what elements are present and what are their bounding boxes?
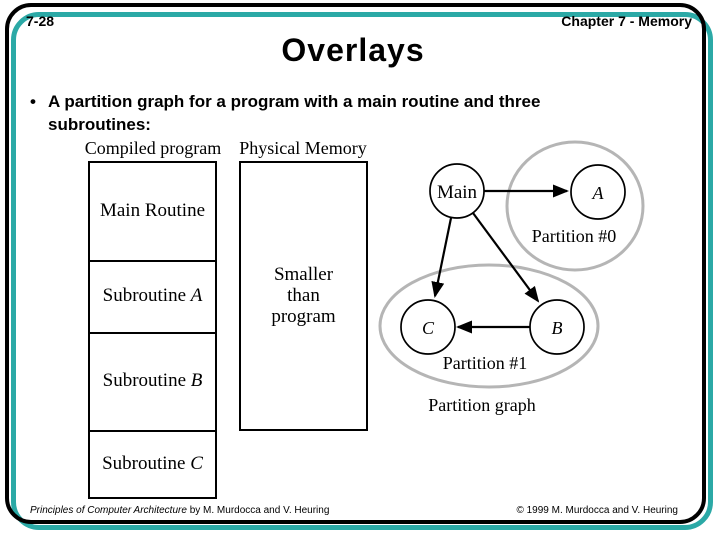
physical-memory-box: Smaller than program [239,161,368,431]
node-b-label: B [552,318,563,338]
bullet-line-2: subroutines: [48,115,151,134]
bullet-marker: • [30,92,36,111]
segment-divider [90,260,215,262]
slide-border-teal [11,12,713,530]
segment-label-text: Main Routine [99,200,206,221]
graph-caption: Partition graph [428,395,535,415]
segment-label-text: Subroutine [102,370,191,391]
node-a-label: A [592,183,605,203]
physical-memory-label: Physical Memory [239,138,367,158]
physical-memory-text: Smaller than program [241,264,366,327]
segment-divider [90,430,215,432]
slide-title: Overlays [281,32,425,68]
compiled-program-box: Main Routine Subroutine A Subroutine B S… [88,161,217,499]
footer-book-title: Principles of Computer Architecture [30,505,187,516]
slide-border-black [5,3,706,524]
memory-text-line: program [271,306,336,327]
partition-0-ellipse [505,140,645,272]
edge-main-to-c [431,217,453,298]
node-c-label: C [422,318,435,338]
memory-text-line: than [287,285,320,306]
node-c-circle [400,299,456,355]
segment-label-text: Subroutine [102,285,191,306]
segment-subroutine-a: Subroutine A [90,284,215,308]
page-number: 7-28 [26,13,55,29]
segment-label-letter: A [190,285,203,306]
node-main-circle [429,163,485,219]
segment-label-letter: B [190,370,203,391]
edge-main-to-b [472,212,540,303]
segment-label-letter: C [190,453,203,474]
footer-copyright: © 1999 M. Murdocca and V. Heuring [516,505,678,516]
bullet-line-1: A partition graph for a program with a m… [48,92,541,111]
segment-subroutine-b: Subroutine B [90,369,215,393]
node-main-label: Main [437,182,478,203]
footer-book-authors: by M. Murdocca and V. Heuring [186,505,330,516]
node-a-circle [570,164,626,220]
partition-graph: Main A C B Partition #0 Partition #1 Par… [378,140,645,415]
chapter-label: Chapter 7 - Memory [561,13,692,29]
partition-0-label: Partition #0 [532,226,617,246]
memory-text-line: Smaller [273,264,334,285]
segment-label-text: Subroutine [102,453,191,474]
partition-1-label: Partition #1 [443,353,528,373]
footer-book-credit: Principles of Computer Architecture by M… [30,505,329,516]
bullet-text: A partition graph for a program with a m… [48,90,668,136]
segment-main-routine: Main Routine [90,199,215,223]
compiled-program-label: Compiled program [84,138,222,158]
node-b-circle [529,299,585,355]
partition-1-ellipse [378,263,600,389]
segment-divider [90,332,215,334]
segment-subroutine-c: Subroutine C [90,452,215,476]
